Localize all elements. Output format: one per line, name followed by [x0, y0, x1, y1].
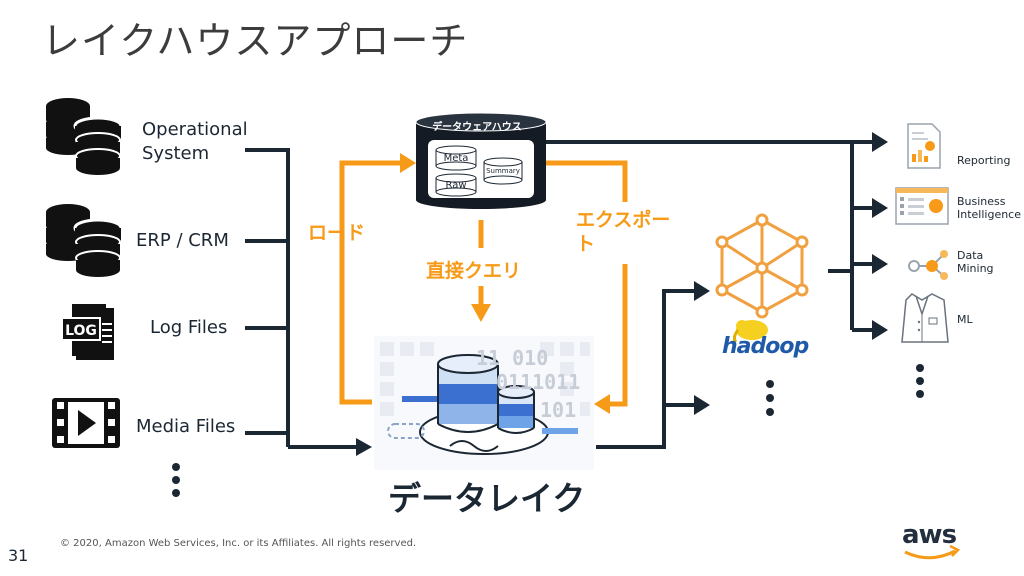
more-engines-dots: [766, 380, 774, 416]
database-icon: [46, 204, 123, 277]
hadoop-elephant-icon: [732, 320, 768, 344]
media-file-icon: [52, 398, 120, 448]
warehouse-meta-label: Meta: [443, 153, 469, 164]
export-arrow: [594, 394, 610, 414]
binary-text-2: 0111011: [496, 370, 581, 394]
source-label-media-files: Media Files: [136, 416, 236, 437]
report-icon: [907, 123, 941, 169]
arrow-reporting: [872, 132, 888, 152]
direct-query-arrow: [471, 304, 491, 322]
binary-text-1: 11 010: [476, 346, 549, 370]
summary-db-icon: [483, 157, 523, 185]
output-label-reporting: Reporting: [957, 154, 1011, 167]
more-sources-dots: [172, 463, 180, 497]
data-warehouse: [415, 112, 547, 209]
load-label: ロード: [308, 222, 366, 244]
copyright-footer: © 2020, Amazon Web Services, Inc. or its…: [60, 538, 417, 549]
output-label-data-mining: Data Mining: [957, 249, 994, 275]
export-label: エクスポート: [576, 209, 671, 255]
data-lake-graphic: [374, 336, 594, 470]
direct-query-label: 直接クエリ: [426, 260, 522, 282]
raw-db-icon: [435, 173, 477, 197]
binary-text-3: 101: [540, 398, 577, 422]
warehouse-summary-label: Summary: [486, 167, 520, 175]
source-label-operational: Operational System: [142, 119, 248, 164]
arrow-data-mining: [872, 254, 888, 274]
arrow-to-lake: [356, 438, 372, 456]
data-lake-label: データレイク: [388, 479, 586, 518]
output-label-ml: ML: [957, 313, 973, 326]
log-file-icon: LOG: [61, 304, 114, 360]
source-connectors: [245, 148, 360, 449]
database-icon: [46, 98, 123, 175]
load-flow: [339, 160, 404, 405]
arrow-bi: [872, 198, 888, 218]
hadoop-logo-text: hadoop: [722, 334, 809, 359]
output-label-bi: Business Intelligence: [957, 195, 1022, 221]
warehouse-label: データウェアハウス: [432, 122, 522, 133]
aws-smile-icon: [904, 549, 956, 560]
output-connectors: [546, 140, 874, 332]
export-flow: [546, 160, 628, 407]
arrow-to-hadoop-top: [694, 281, 710, 301]
aws-smile-tip: [949, 544, 961, 557]
arrow-to-hadoop-bottom: [694, 395, 710, 415]
lab-coat-icon: [901, 293, 949, 343]
arrow-ml: [872, 320, 888, 340]
lake-to-hadoop-connectors: [596, 289, 696, 449]
load-arrow: [400, 153, 416, 173]
aws-logo: aws: [902, 520, 957, 550]
svg-text:LOG: LOG: [65, 323, 97, 339]
data-mining-icon: [908, 250, 948, 280]
page-title: レイクハウスアプローチ: [42, 19, 469, 63]
page-number: 31: [8, 546, 29, 565]
meta-db-icon: [435, 145, 477, 171]
warehouse-raw-label: Raw: [445, 180, 467, 191]
dashboard-icon: [895, 187, 949, 225]
source-label-log-files: Log Files: [150, 317, 228, 338]
more-outputs-dots: [916, 364, 924, 398]
hadoop-cube-nodes: [715, 213, 809, 319]
source-label-erp-crm: ERP / CRM: [136, 230, 229, 251]
